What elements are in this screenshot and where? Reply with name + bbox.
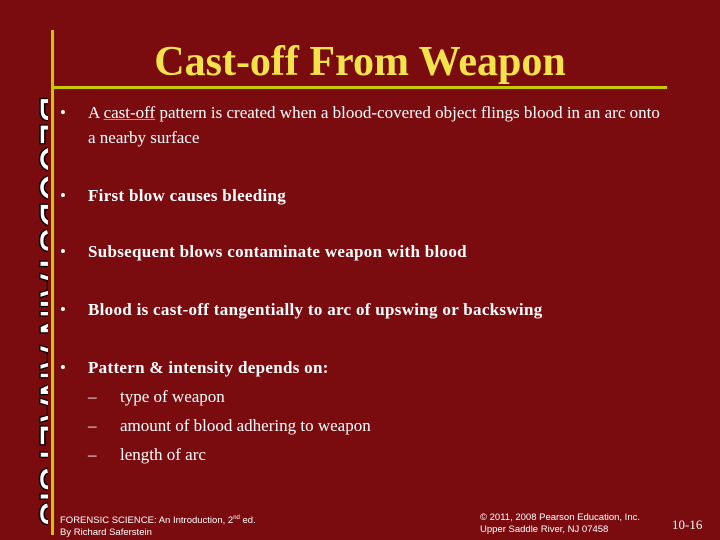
- footer-book-line1: FORENSIC SCIENCE: An Introduction, 2nd e…: [60, 512, 360, 527]
- side-banner-svg: BLOODSTAIN ANALYSIS: [29, 96, 48, 526]
- bullet-item: • Blood is cast-off tangentially to arc …: [60, 297, 660, 322]
- bullet-text: Subsequent blows contaminate weapon with…: [88, 242, 467, 261]
- sub-bullet-text: length of arc: [120, 445, 206, 464]
- bullet-item: • Pattern & intensity depends on:: [60, 355, 660, 380]
- footer-book-credit: FORENSIC SCIENCE: An Introduction, 2nd e…: [60, 512, 360, 539]
- sub-bullet-text: type of weapon: [120, 387, 225, 406]
- bullet-text: A cast-off pattern is created when a blo…: [88, 100, 660, 150]
- slide-title: Cast-off From Weapon: [154, 39, 566, 85]
- side-banner-logo: BLOODSTAIN ANALYSIS: [2, 96, 48, 526]
- bullet-text: Pattern & intensity depends on:: [88, 358, 329, 377]
- sub-bullet-marker: –: [88, 445, 97, 464]
- footer-copyright: © 2011, 2008 Pearson Education, Inc. Upp…: [480, 512, 670, 536]
- sub-bullet-item: – amount of blood adhering to weapon: [88, 413, 648, 438]
- footer-copyright-line1: © 2011, 2008 Pearson Education, Inc.: [480, 512, 640, 523]
- footer-book-author: By Richard Saferstein: [60, 527, 152, 539]
- bullet-marker: •: [60, 186, 66, 205]
- side-banner-text: BLOODSTAIN ANALYSIS: [30, 96, 48, 526]
- bullet-text: Blood is cast-off tangentially to arc of…: [88, 300, 543, 319]
- bullet-marker: •: [60, 300, 66, 319]
- bullet-marker: •: [60, 103, 66, 122]
- bullet-marker: •: [60, 358, 66, 377]
- page-number: 10-16: [672, 517, 703, 532]
- bullet-marker: •: [60, 242, 66, 261]
- bullet-item: • Subsequent blows contaminate weapon wi…: [60, 239, 660, 264]
- footer-edition-suffix: ed.: [239, 515, 256, 527]
- sub-bullet-item: – length of arc: [88, 442, 648, 467]
- sub-bullet-item: – type of weapon: [88, 384, 648, 409]
- sub-bullet-marker: –: [88, 387, 97, 406]
- bullet-text-part: pattern is created when a blood-covered …: [88, 103, 660, 147]
- bullet-item: • First blow causes bleeding: [60, 183, 660, 208]
- sub-bullet-text: amount of blood adhering to weapon: [120, 416, 371, 435]
- vertical-rule: [51, 30, 54, 535]
- horizontal-rule: [51, 86, 667, 89]
- bullet-item: • A cast-off pattern is created when a b…: [60, 100, 660, 150]
- bullet-text: First blow causes bleeding: [88, 186, 287, 205]
- cast-off-link[interactable]: cast-off: [103, 103, 156, 122]
- footer-book-title: FORENSIC SCIENCE: An Introduction, 2: [60, 515, 234, 527]
- sub-bullet-marker: –: [88, 416, 97, 435]
- bullet-text-part: A: [88, 103, 104, 122]
- footer-copyright-line2: Upper Saddle River, NJ 07458: [480, 524, 609, 535]
- footer-edition-sup: nd: [233, 515, 240, 521]
